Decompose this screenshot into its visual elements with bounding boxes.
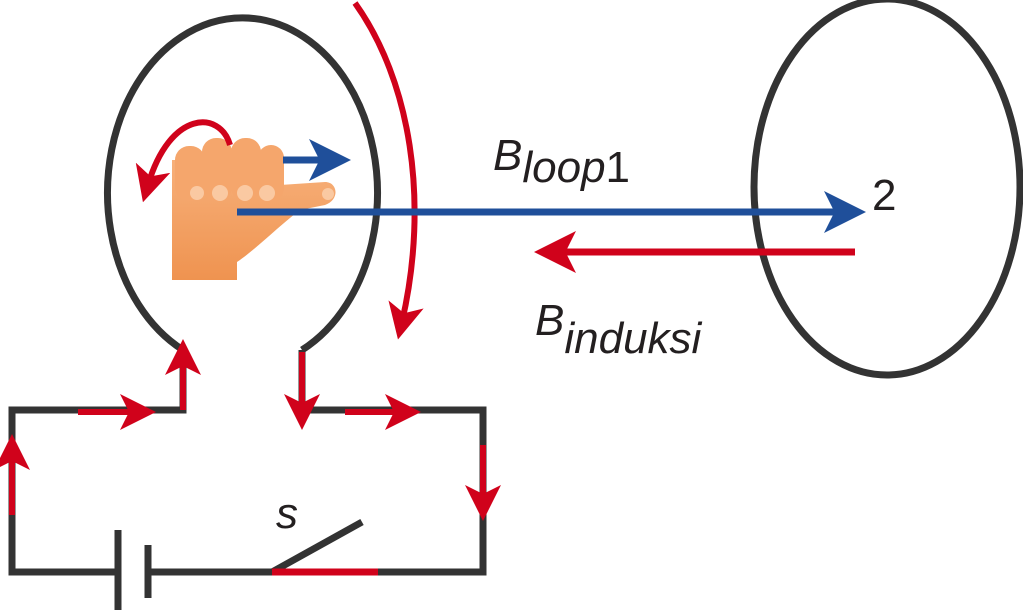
switch-label: s [276,489,298,538]
loop-current-arrow [352,1,424,340]
switch [270,518,364,576]
circuit-wire [8,350,487,576]
b-induksi-label: Binduksi [535,296,703,363]
loop-2-label: 2 [872,171,896,220]
battery [114,530,152,610]
right-hand-icon [135,119,351,280]
b-loop-label: Bloop1 [493,131,630,192]
current-arrows [0,1,501,521]
loop-2 [750,0,1023,379]
loop-1 [104,14,381,353]
